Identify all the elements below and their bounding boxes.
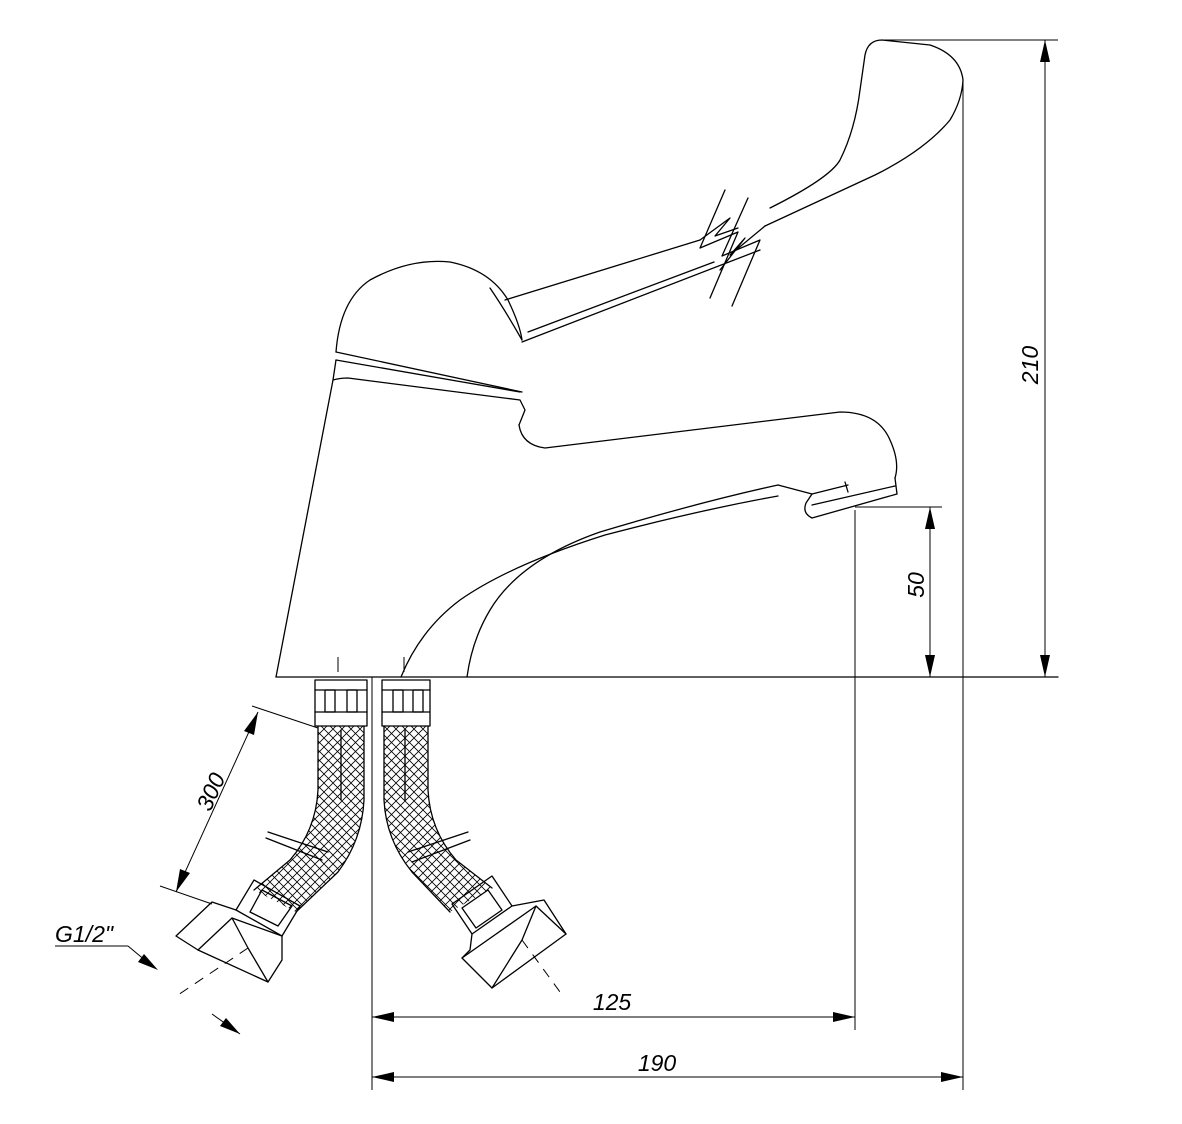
dimension-label-125: 125 [593, 989, 632, 1015]
body-centerline [337, 657, 405, 1090]
dimension-total-depth: 190 [372, 80, 964, 1090]
dimension-spout-reach: 125 [372, 510, 856, 1030]
supply-hose-right [381, 679, 567, 993]
dimension-spout-height: 50 [855, 506, 942, 677]
supply-hose-left [175, 679, 368, 996]
thread-callout: G1/2" [55, 921, 241, 1035]
lever-handle [335, 39, 964, 393]
dimension-label-50: 50 [903, 572, 929, 598]
faucet-body [275, 359, 526, 678]
thread-size-label: G1/2" [55, 921, 115, 947]
spout [400, 411, 898, 678]
dimension-total-height: 210 [880, 39, 1058, 677]
dimension-label-300: 300 [191, 769, 230, 815]
dimension-label-190: 190 [638, 1050, 677, 1076]
dimension-label-210: 210 [1017, 346, 1043, 386]
